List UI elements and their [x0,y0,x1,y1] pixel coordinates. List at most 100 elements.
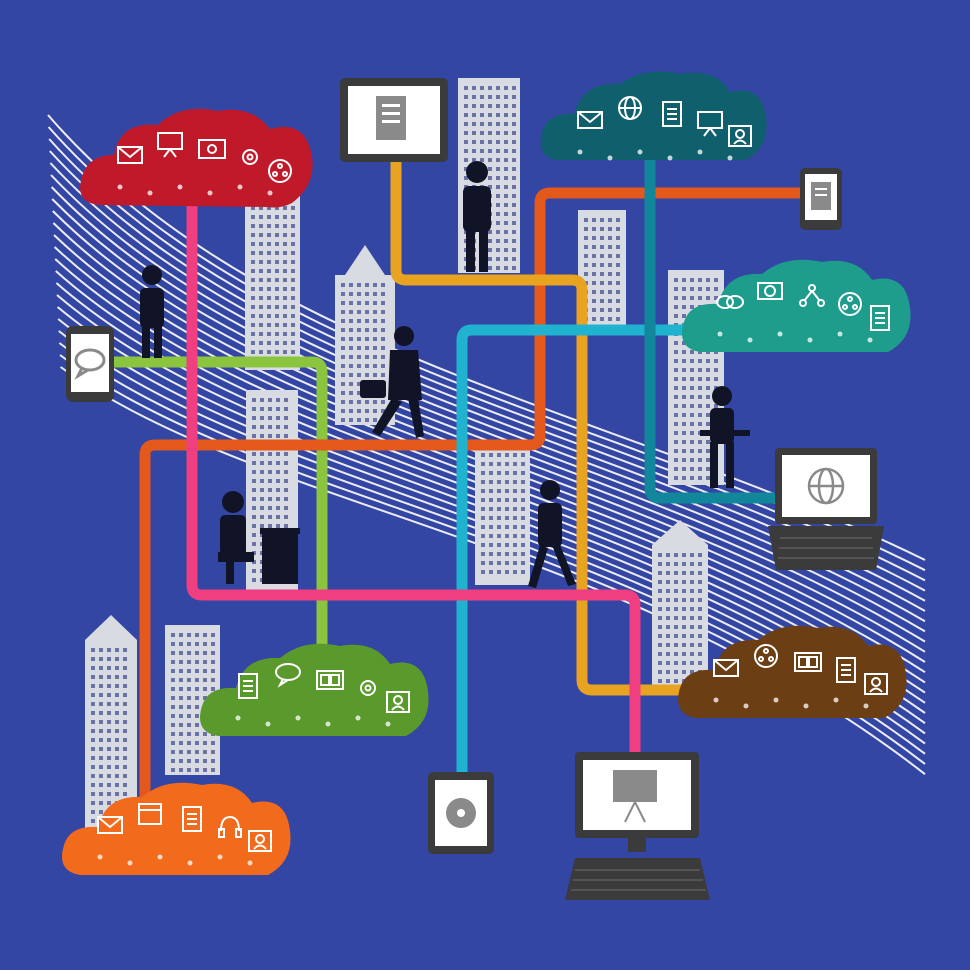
building-window [682,278,686,282]
building-window [698,386,702,390]
building-window [600,281,604,285]
building-window [268,479,272,483]
building-window [513,561,517,565]
building-window [357,328,361,332]
building-window [682,607,686,611]
building-window [259,287,263,291]
building-window [592,281,596,285]
building-window [107,783,111,787]
building-window [291,350,295,354]
building-window [608,272,612,276]
building-window [365,400,369,404]
building-window [341,409,345,413]
building-window [365,319,369,323]
building-window [179,669,183,673]
building-window [341,373,345,377]
building-window [600,236,604,240]
building-window [365,328,369,332]
building-window [195,759,199,763]
building-window [714,296,718,300]
building-window [512,104,516,108]
building-window [211,669,215,673]
building [246,390,298,590]
building-window [464,158,468,162]
building-window [690,413,694,417]
building-window [107,801,111,805]
building-window [276,452,280,456]
building-window [496,212,500,216]
building-window [505,480,509,484]
building-window [505,489,509,493]
building-window [674,589,678,593]
building-window [464,122,468,126]
building-window [504,176,508,180]
cloud-dot [207,190,213,196]
building-window [276,434,280,438]
building-window [284,524,288,528]
building-window [521,480,525,484]
building-window [276,506,280,510]
building-window [373,328,377,332]
building-window [512,212,516,216]
building-window [496,185,500,189]
building-window [357,364,361,368]
building-window [260,452,264,456]
building-window [259,278,263,282]
building-window [260,524,264,528]
building-window [349,391,353,395]
building-window [682,377,686,381]
building-window [698,422,702,426]
building-window [592,245,596,249]
building-window [115,765,119,769]
building-window [91,729,95,733]
email-icon [577,111,603,129]
building-window [252,533,256,537]
building-window [91,693,95,697]
building-window [252,398,256,402]
building-window [365,418,369,422]
building-window [690,467,694,471]
building-window [674,449,678,453]
building-window [674,458,678,462]
building-window [107,666,111,670]
building-window [171,678,175,682]
building-window [275,278,279,282]
building-window [666,679,670,683]
building-window [497,462,501,466]
building-window [512,113,516,117]
building-window [666,571,670,575]
building-window [682,553,686,557]
presentation-icon [157,132,183,158]
building-window [472,122,476,126]
building-window [600,290,604,294]
building-window [99,747,103,751]
building-window [682,413,686,417]
building-window [341,310,345,314]
building-window [251,251,255,255]
cloud-dot [747,337,753,343]
building-window [505,561,509,565]
building-window [666,553,670,557]
building-window [365,292,369,296]
building-window [179,633,183,637]
film-reel-icon [268,159,292,183]
building-window [260,416,264,420]
building-window [284,515,288,519]
building-window [99,711,103,715]
building-window [481,516,485,520]
building-window [373,364,377,368]
building-window [608,227,612,231]
building-window [682,598,686,602]
building-window [674,661,678,665]
cloud-dot [807,337,813,343]
building-window [275,251,279,255]
walking-businesswoman [360,326,424,438]
building-window [349,283,353,287]
building-window [682,670,686,674]
building-window [291,314,295,318]
building-window [505,570,509,574]
building-window [698,287,702,291]
building-window [107,738,111,742]
building-window [464,149,468,153]
building-window [690,625,694,629]
